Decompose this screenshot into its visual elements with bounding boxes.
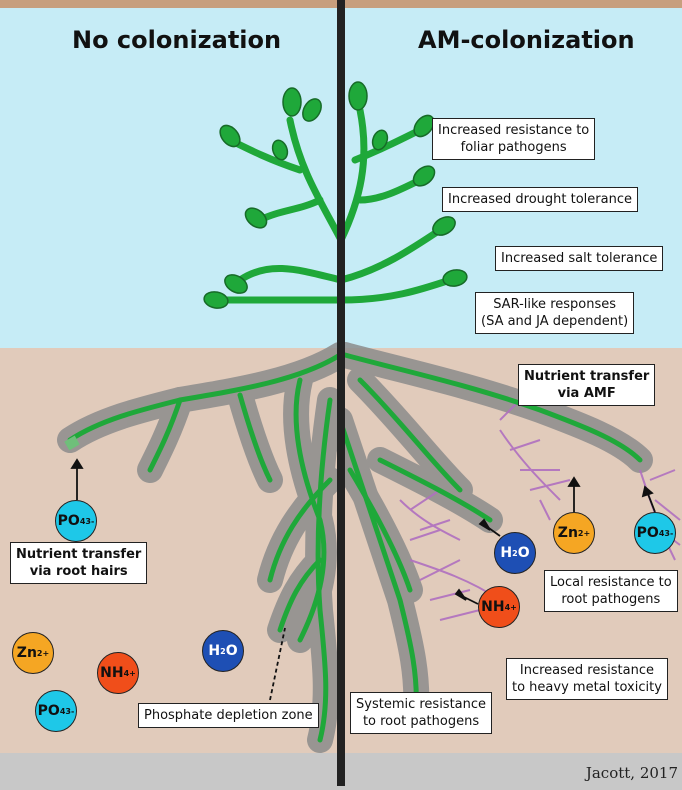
systemic-resistance-line1: Systemic resistance: [356, 696, 486, 713]
phosphate-symbol: PO: [637, 525, 659, 541]
amf-transfer-line2: via AMF: [524, 385, 649, 402]
heavy-metal-resistance-label: Increased resistance to heavy metal toxi…: [506, 658, 668, 700]
systemic-resistance-line2: to root pathogens: [356, 713, 486, 730]
heavy-metal-resistance-line2: to heavy metal toxicity: [512, 679, 662, 696]
phosphate-depletion-label: Phosphate depletion zone: [138, 703, 319, 728]
ammonium-symbol: NH: [100, 665, 123, 681]
water-o: O: [226, 643, 238, 659]
panel-divider: [337, 0, 345, 786]
phosphate-depletion-text: Phosphate depletion zone: [144, 707, 313, 724]
sar-responses-line2: (SA and JA dependent): [481, 313, 628, 330]
root-hair-transfer-line2: via root hairs: [16, 563, 141, 580]
sar-responses-line1: SAR-like responses: [481, 296, 628, 313]
drought-tolerance-text: Increased drought tolerance: [448, 191, 632, 208]
phosphate-charge: 3-: [65, 707, 74, 716]
zinc-charge: 2+: [37, 649, 49, 658]
water-h: H: [208, 643, 220, 659]
amf-transfer-label: Nutrient transfer via AMF: [518, 364, 655, 406]
zinc-symbol: Zn: [558, 525, 578, 541]
phosphate-charge: 3-: [85, 517, 94, 526]
ammonium-symbol: NH: [481, 599, 504, 615]
root-hair-transfer-label: Nutrient transfer via root hairs: [10, 542, 147, 584]
root-hair-transfer-line1: Nutrient transfer: [16, 546, 141, 563]
local-resistance-line1: Local resistance to: [550, 574, 672, 591]
foliar-resistance-line1: Increased resistance to: [438, 122, 589, 139]
sar-responses-label: SAR-like responses (SA and JA dependent): [475, 292, 634, 334]
salt-tolerance-label: Increased salt tolerance: [495, 246, 663, 271]
foliar-resistance-line2: foliar pathogens: [438, 139, 589, 156]
water-o: O: [518, 545, 530, 561]
zinc-symbol: Zn: [17, 645, 37, 661]
heavy-metal-resistance-line1: Increased resistance: [512, 662, 662, 679]
right-panel-title: AM-colonization: [418, 26, 635, 54]
phosphate-charge: 3-: [664, 529, 673, 538]
drought-tolerance-label: Increased drought tolerance: [442, 187, 638, 212]
ammonium-charge: +: [510, 603, 517, 612]
salt-tolerance-text: Increased salt tolerance: [501, 250, 657, 267]
ammonium-charge: +: [129, 669, 136, 678]
credit-text: Jacott, 2017: [586, 764, 678, 782]
zinc-charge: 2+: [578, 529, 590, 538]
amf-transfer-line1: Nutrient transfer: [524, 368, 649, 385]
phosphate-symbol: PO: [38, 703, 60, 719]
water-h: H: [500, 545, 512, 561]
left-panel-title: No colonization: [72, 26, 281, 54]
foliar-resistance-label: Increased resistance to foliar pathogens: [432, 118, 595, 160]
phosphate-symbol: PO: [58, 513, 80, 529]
local-resistance-label: Local resistance to root pathogens: [544, 570, 678, 612]
systemic-resistance-label: Systemic resistance to root pathogens: [350, 692, 492, 734]
local-resistance-line2: root pathogens: [550, 591, 672, 608]
